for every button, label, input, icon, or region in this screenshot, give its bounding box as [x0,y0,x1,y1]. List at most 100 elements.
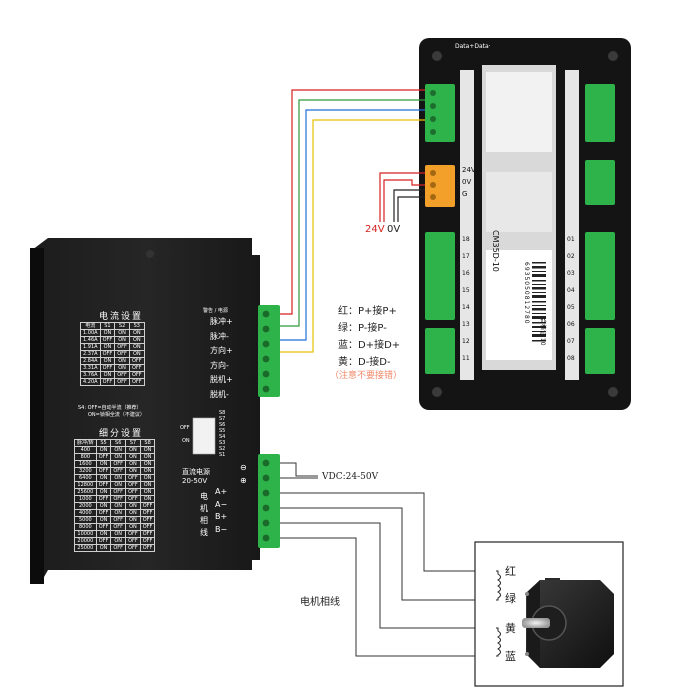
controller-pin-number: 07 [567,338,575,345]
microstep-table-cell: ON [95,460,112,468]
current-table-cell: OFF [114,378,130,386]
current-table-cell: 2.37A [80,350,101,358]
controller-pin-number: 06 [567,321,575,328]
microstep-table-cell: 25600 [74,488,97,496]
controller-pin-number: 05 [567,304,575,311]
microstep-table-cell: 6400 [74,474,97,482]
dip-off-label: OFF [180,425,190,431]
microstep-table-cell: ON [125,446,141,454]
current-table-cell: ON [128,343,145,351]
dip-switch-label: S1 [219,452,226,458]
current-table-cell: 2.84A [80,357,101,365]
coil-a [496,570,501,601]
controller-pin-number: 12 [462,338,470,345]
motor-body [526,580,614,668]
microstep-table-cell: ON [110,481,127,489]
microstep-table-cell: OFF [95,481,112,489]
dc-minus-symbol: ⊖ [240,463,247,472]
microstep-table-cell: 12800 [74,481,97,489]
stepper-motor [522,578,614,668]
microstep-table-cell: ON [139,446,156,454]
controller-barcode-number: 6935050812780 [523,262,530,325]
microstep-table-cell: ON [110,446,127,454]
microstep-table-cell: OFF [125,495,141,503]
signal-label: 脉冲- [210,331,229,341]
microstep-table-cell: 1600 [74,460,97,468]
controller-power-label: 0V [462,178,472,186]
current-table-cell: 1.91A [80,343,101,351]
motor-coils [496,570,501,657]
dip-switch-label: S6 [219,422,226,428]
current-table-header-cell: 电流 [80,322,101,330]
motor-phase-char: 机 [200,504,208,513]
microstep-table-cell: ON [125,460,141,468]
microstep-table-cell: ON [110,502,127,510]
controller-terminal-mid-left [425,232,455,320]
legend-line: 红：P+接P+ [338,306,397,317]
motor-phase-line-label: 电机相线 [300,597,340,608]
microstep-table-cell: OFF [125,544,141,552]
controller-pin-number: 14 [462,304,470,311]
microstep-table-cell: ON [139,453,156,461]
wire-24v-b [383,179,425,222]
right-pin-strip [565,70,579,380]
microstep-table-cell: OFF [95,509,112,517]
microstep-table-cell: OFF [110,495,127,503]
barcode-graphic [532,262,546,342]
dip-switch-label: S3 [219,440,226,446]
microstep-table-cell: OFF [125,474,141,482]
controller-pin-number: 17 [462,253,470,260]
microstep-table-cell: ON [110,537,127,545]
microstep-table-cell: OFF [139,523,156,531]
controller-pin-number: 18 [462,236,470,243]
controller-terminal-low-left [425,328,455,374]
signal-header: 警告 / 电源 [203,308,228,314]
wire-a-minus [280,507,496,601]
microstep-table-cell: OFF [139,516,156,524]
legend-warning: （注意不要接错） [330,371,403,381]
phase-label: B+ [215,512,228,521]
microstep-table-cell: ON [95,446,112,454]
legend-line: 蓝：D+接D+ [338,340,401,351]
current-table-cell: ON [114,357,130,365]
microstep-table-cell: ON [139,481,156,489]
current-table-cell: 4.20A [80,378,101,386]
left-pin-strip [460,70,474,380]
driver-side-fin [30,248,44,584]
dc-plus-symbol: ⊕ [240,476,247,485]
wire-a-plus [280,492,496,572]
microstep-table-cell: 4000 [74,509,97,517]
controller-pin-number: 13 [462,321,470,328]
controller-pin-number: 04 [567,287,575,294]
microstep-table-cell: ON [110,509,127,517]
microstep-table-cell: ON [95,530,112,538]
current-table-cell: 1.46A [80,336,101,344]
controller-pin-number: 08 [567,355,575,362]
current-table-cell: 3.76A [80,371,101,379]
half-current-note: S4: OFF=自动半流（推荐） [78,405,142,411]
dip-switch-label: S8 [219,410,226,416]
microstep-table-cell: ON [125,467,141,475]
driver-power-motor-terminal [258,454,280,548]
current-table-cell: OFF [99,336,116,344]
wire-yellow [280,119,425,353]
microstep-table-header-cell: S7 [125,439,141,447]
controller-pin-number: 16 [462,270,470,277]
microstep-table-cell: OFF [139,544,156,552]
microstep-table-cell: ON [139,474,156,482]
motion-controller [419,38,631,410]
current-table-cell: OFF [99,378,116,386]
controller-pin-number: 03 [567,270,575,277]
motor-coil-color-label: 绿 [505,592,516,605]
current-table-cell: ON [114,336,130,344]
